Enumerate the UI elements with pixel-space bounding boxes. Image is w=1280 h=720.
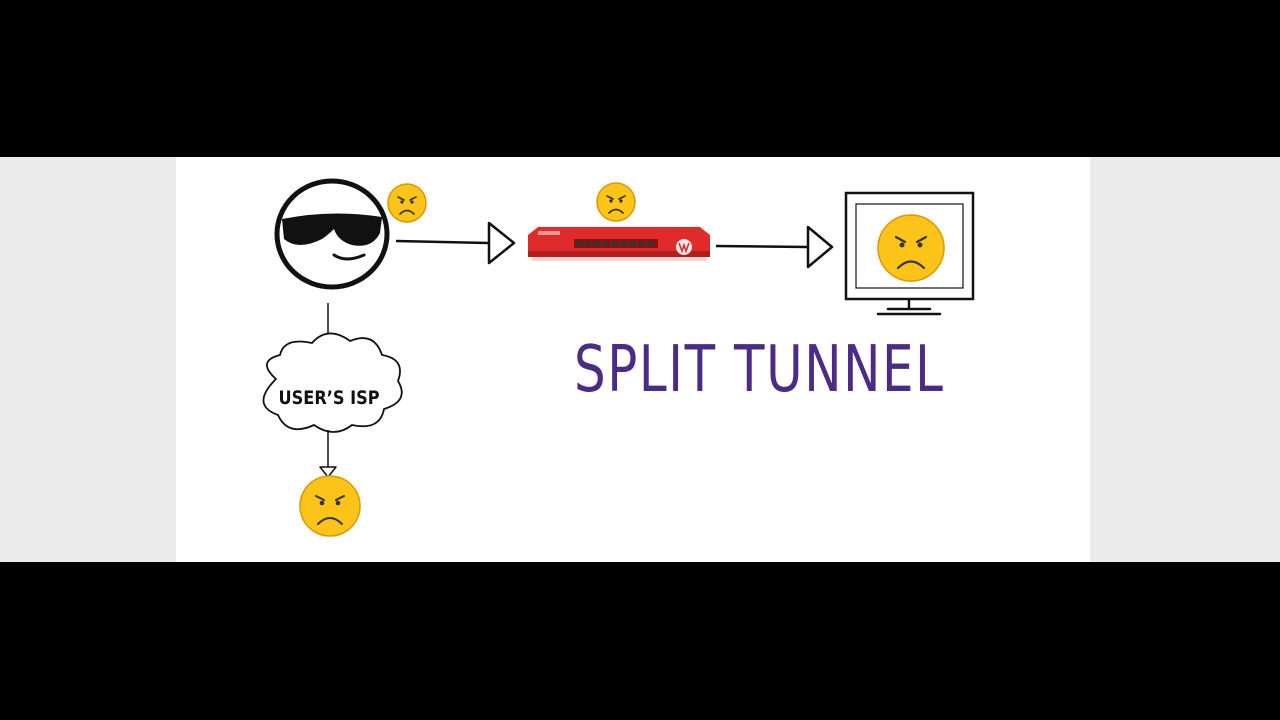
arrow-isp-to-destination	[319, 430, 337, 478]
firewall-appliance-icon	[528, 227, 710, 261]
whiteboard: USER’S ISP SPLIT TUNNEL	[176, 157, 1090, 562]
sad-face-icon-user	[387, 183, 427, 223]
isp-cloud-icon	[262, 332, 403, 433]
sad-face-icon-isp	[299, 475, 361, 537]
left-side-panel	[0, 157, 176, 562]
diagram-canvas	[262, 178, 975, 537]
right-side-panel	[1090, 157, 1280, 562]
user-head-icon	[274, 178, 390, 290]
isp-cloud-label: USER’S ISP	[278, 387, 380, 409]
server-monitor-icon	[844, 191, 975, 316]
arrow-firewall-to-server	[715, 225, 834, 269]
diagram-title: SPLIT TUNNEL	[574, 333, 945, 407]
sad-face-icon-firewall	[596, 182, 636, 222]
arrow-user-to-firewall	[395, 221, 516, 265]
